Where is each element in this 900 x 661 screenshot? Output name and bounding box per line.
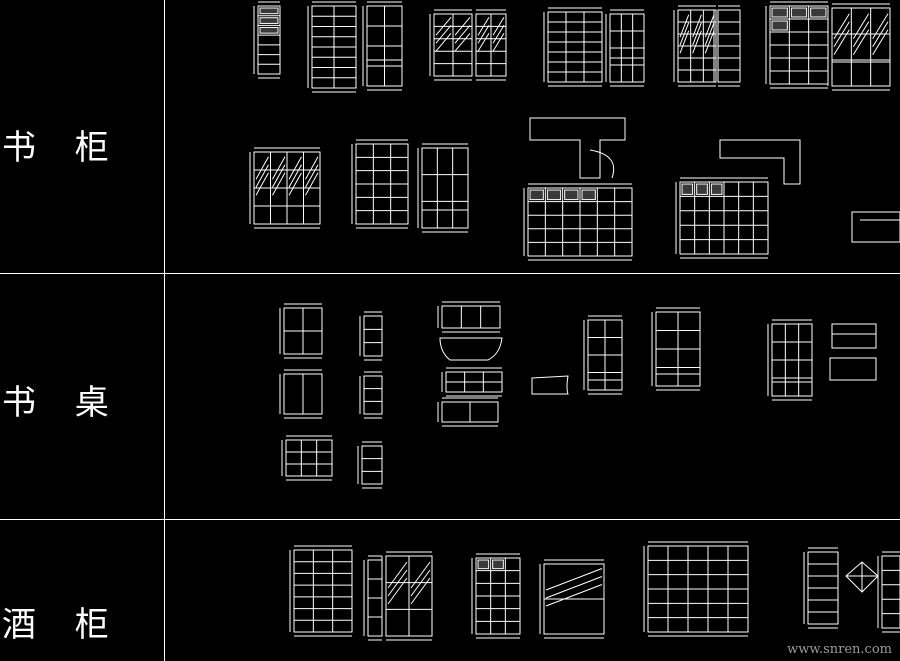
drawing-line — [255, 164, 269, 188]
drawing-rect — [881, 555, 900, 629]
drawing-line — [545, 584, 603, 607]
drawing-rect — [771, 20, 788, 31]
desk-plan-curve — [589, 149, 615, 179]
drawing-rect — [421, 147, 469, 229]
drawing-rect — [259, 26, 279, 34]
drawing-rect — [771, 7, 788, 18]
drawing-rect — [363, 375, 383, 415]
drawing-line — [410, 569, 431, 597]
drawing-rect — [829, 357, 877, 381]
drawing-line — [679, 30, 690, 54]
drawing-line — [387, 577, 408, 605]
drawing-line — [454, 32, 471, 52]
drawing-line — [477, 25, 490, 44]
drawing-rect — [259, 17, 279, 24]
drawing-rect — [546, 189, 562, 201]
drawing-line — [272, 172, 286, 196]
drawing-line — [833, 29, 850, 56]
drawing-line — [255, 172, 269, 196]
drawing-line — [435, 16, 452, 36]
drawing-rect — [492, 559, 504, 570]
drawing-line — [387, 569, 408, 597]
drawing-line — [833, 21, 850, 48]
drawing-line — [410, 577, 431, 605]
drawing-line — [545, 568, 603, 591]
desk-top-curve — [531, 375, 569, 395]
drawing-line — [704, 22, 715, 46]
drawing-line — [852, 29, 870, 56]
drawing-line — [679, 14, 690, 38]
watermark: www.snren.com — [787, 642, 892, 657]
drawing-rect — [441, 305, 501, 329]
drawing-line — [872, 21, 889, 48]
drawing-rect — [696, 183, 708, 195]
drawing-line — [872, 13, 889, 40]
drawing-rect — [361, 445, 383, 485]
desk-plan-outline — [719, 139, 801, 185]
drawing-rect — [564, 189, 579, 201]
desk-plan-outline — [529, 117, 626, 179]
drawing-line — [387, 561, 408, 589]
drawing-line — [692, 14, 702, 38]
row-label-desk: 书 桌 — [2, 383, 123, 423]
drawing-rect — [363, 315, 383, 357]
drawing-line — [852, 21, 870, 48]
drawing-rect — [710, 183, 723, 195]
drawing-line — [692, 30, 702, 54]
drawing-rect — [547, 11, 603, 83]
drawing-rect — [790, 7, 808, 18]
drawing-line — [410, 561, 431, 589]
drawing-line — [255, 156, 269, 180]
drawing-rect — [257, 5, 281, 75]
drawing-rect — [285, 439, 333, 477]
drawing-line — [272, 164, 286, 188]
drawing-line — [435, 24, 452, 44]
drawing-rect — [810, 7, 827, 18]
drawing-rect — [831, 7, 891, 87]
drawing-line — [492, 25, 505, 44]
drawing-line — [679, 22, 690, 46]
drawing-rect — [831, 323, 877, 349]
drawing-line — [272, 156, 286, 180]
drawing-line — [305, 156, 319, 180]
drawing-line — [852, 13, 870, 40]
drawing-line — [435, 32, 452, 52]
drawing-line — [545, 576, 603, 599]
drawing-line — [288, 164, 302, 188]
drawing-line — [492, 33, 505, 52]
drawing-line — [454, 24, 471, 44]
drawing-line — [305, 172, 319, 196]
drawing-line — [454, 16, 471, 36]
row-label-bookcase: 书 柜 — [2, 128, 123, 168]
drawing-line — [477, 17, 490, 36]
drawing-line — [692, 22, 702, 46]
drawing-line — [872, 29, 889, 56]
drawing-line — [704, 14, 715, 38]
drawing-rect — [529, 189, 544, 201]
furniture-drawings — [249, 1, 900, 641]
drawing-rect — [681, 183, 694, 195]
drawing-line — [704, 30, 715, 54]
drawing-rect — [477, 559, 490, 570]
drawing-line — [305, 164, 319, 188]
drawing-rect — [259, 7, 279, 15]
drawing-line — [492, 17, 505, 36]
drawing-rect — [581, 189, 596, 201]
drawing-line — [288, 172, 302, 196]
row-label-wine-cabinet: 酒 柜 — [2, 605, 123, 645]
drawing-rect — [851, 211, 900, 243]
drawing-line — [477, 33, 490, 52]
drawing-rect — [293, 549, 353, 633]
drawing-line — [288, 156, 302, 180]
desk-top-curve — [439, 337, 503, 361]
drawing-line — [833, 13, 850, 40]
